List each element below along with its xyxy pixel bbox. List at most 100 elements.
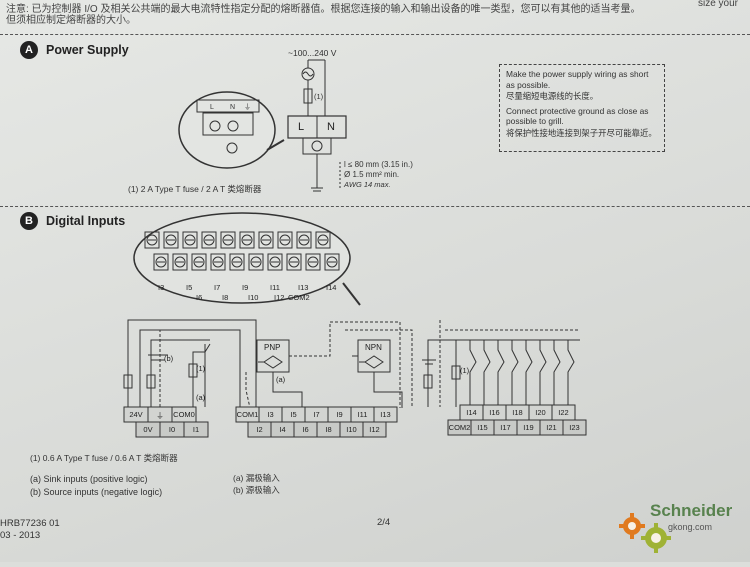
terminal-label-i14: I14 — [466, 408, 477, 417]
zoom-label-i12: I12 — [274, 293, 285, 302]
zoom-screw-icon — [231, 256, 243, 268]
note-line4: 将保护性接地连接到架子开尽可能靠近。 — [506, 127, 657, 138]
section-divider-mid — [0, 206, 750, 207]
wiring-group-3 — [422, 320, 580, 407]
zoom-label-i8: I8 — [222, 293, 229, 302]
zoom-terminal-block — [202, 112, 254, 136]
terminal-label-com2: COM2 — [448, 423, 471, 432]
zoom-label-i7: I7 — [214, 283, 221, 292]
terminal-label-i23: I23 — [569, 423, 580, 432]
zoom-label-i5: I5 — [186, 283, 193, 292]
zoom-terminal-cell — [324, 253, 340, 271]
legend-a-cn: (a) 漏极输入 — [233, 473, 280, 483]
zoom-terminal-cell — [239, 231, 255, 249]
terminal-label-com1: COM1 — [236, 410, 259, 419]
mark-a-1: (a) — [196, 393, 206, 402]
terminal-cell — [183, 421, 209, 438]
switch-icon — [483, 340, 491, 407]
npn-sensor-symbol — [359, 355, 384, 369]
terminal-label-com0: COM0 — [173, 410, 195, 419]
terminal-label-i10: I10 — [346, 425, 357, 434]
wire-size-label: Ø 1.5 mm² min. — [344, 170, 400, 179]
zoom-screw-icon — [298, 234, 310, 246]
terminal-label-i0: I0 — [168, 425, 176, 434]
ground-icon — [311, 140, 323, 152]
section-b-header: B Digital Inputs — [20, 212, 125, 230]
fuse-icon — [303, 88, 313, 104]
terminal-label-0v: 0V — [143, 425, 153, 434]
zoom-label-i3: I3 — [158, 283, 165, 292]
zoom-label-com2: COM2 — [288, 293, 310, 302]
terminal-label-i11: I11 — [357, 410, 368, 419]
awg-label: AWG 14 max. — [344, 180, 391, 189]
switch-icon — [469, 340, 477, 407]
zoom-terminal-cell — [182, 231, 198, 249]
terminal-label-i19: I19 — [523, 423, 534, 432]
terminal-label-i7: I7 — [313, 410, 320, 419]
terminal-label-i8: I8 — [325, 425, 332, 434]
page-number: 2/4 — [377, 517, 391, 528]
zoom-label-gnd: ⏚ — [244, 103, 251, 111]
fuse-1 — [123, 374, 133, 389]
zoom-terminal-cell — [267, 253, 283, 271]
terminal-label-i4: I4 — [279, 425, 286, 434]
mark-1-a: (1) — [196, 364, 206, 373]
zoom-screw-icon — [269, 256, 281, 268]
zoom-screw-icon — [260, 234, 272, 246]
zoom-screw-icon — [212, 256, 224, 268]
switch-icon — [539, 340, 547, 407]
zoom-terminal-cell — [248, 253, 264, 271]
terminal-label-i6: I6 — [302, 425, 309, 434]
zoom-terminal-cell — [210, 253, 226, 271]
npn-label: NPN — [365, 343, 382, 352]
zoom-terminal-cell — [229, 253, 245, 271]
zoom-pointer-b — [342, 282, 361, 306]
zoom-screw-icon — [307, 256, 319, 268]
note-line1: Make the power supply wiring as short as… — [506, 69, 649, 90]
terminal-blocks — [123, 404, 587, 438]
switch-icon — [497, 340, 505, 407]
zoom-screw-icon — [279, 234, 291, 246]
zoom-label-strip — [196, 99, 260, 113]
terminal-label-i22: I22 — [558, 408, 569, 417]
zoom-label-i11: I11 — [270, 283, 280, 292]
zoom-screw-icon — [193, 256, 205, 268]
switch-icon — [553, 340, 561, 407]
section-a-title: Power Supply — [46, 43, 129, 57]
wiring-group-2 — [245, 321, 413, 409]
terminal-label-i5: I5 — [290, 410, 297, 419]
terminal-label-: ⏚ — [156, 411, 164, 420]
terminal-label-i2: I2 — [256, 425, 263, 434]
zoom-screw-2 — [227, 120, 239, 132]
terminal-label-i15: I15 — [477, 423, 488, 432]
zoom-screw-icon — [174, 256, 186, 268]
zoom-terminal-cell — [315, 231, 331, 249]
brand-name: Schneider — [650, 501, 733, 520]
zoom-screw-array — [144, 231, 340, 271]
section-b-title: Digital Inputs — [46, 214, 126, 228]
zoom-terminal-cell — [153, 253, 169, 271]
terminal-label-i16: I16 — [489, 408, 500, 417]
legend-b-en: (b) Source inputs (negative logic) — [30, 487, 163, 497]
terminal-label-i18: I18 — [512, 408, 523, 417]
pnp-sensor-symbol — [258, 355, 283, 369]
terminal-label-i1: I1 — [192, 425, 200, 434]
wiring-group-1 — [123, 319, 257, 408]
gear-logo-icon — [619, 513, 671, 553]
zoom-screw-icon — [288, 256, 300, 268]
zoom-pointer — [266, 139, 285, 151]
zoom-screw-icon — [250, 256, 262, 268]
mark-1-b: (1) — [460, 366, 470, 375]
terminal-l-label: L — [298, 121, 305, 133]
zoom-terminal-cell — [258, 231, 274, 249]
zoom-screw-icon — [222, 234, 234, 246]
top-note-line3: size your — [698, 0, 739, 9]
section-a-badge: A — [20, 41, 38, 59]
switch-icon — [525, 340, 533, 407]
section-a-header: A Power Supply — [20, 41, 129, 59]
zoom-terminal-cell — [296, 231, 312, 249]
legend-a-en: (a) Sink inputs (positive logic) — [30, 474, 148, 484]
terminal-label-i21: I21 — [546, 423, 557, 432]
